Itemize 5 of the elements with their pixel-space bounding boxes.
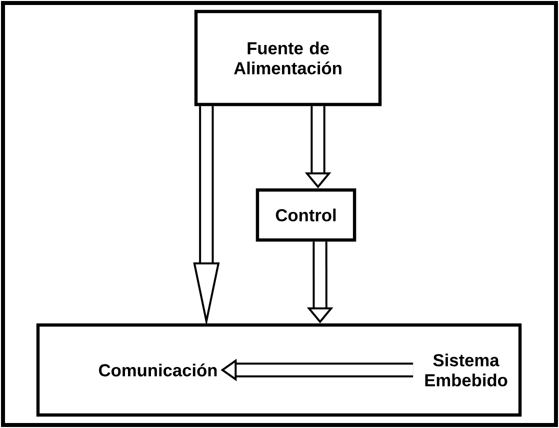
container-box [36,323,522,417]
process-box: Fuente de Alimentación [194,10,382,106]
label-text: Sistema Embebido [425,354,508,386]
process-box: Control [256,188,356,242]
label-text: Comunicación [99,364,217,376]
